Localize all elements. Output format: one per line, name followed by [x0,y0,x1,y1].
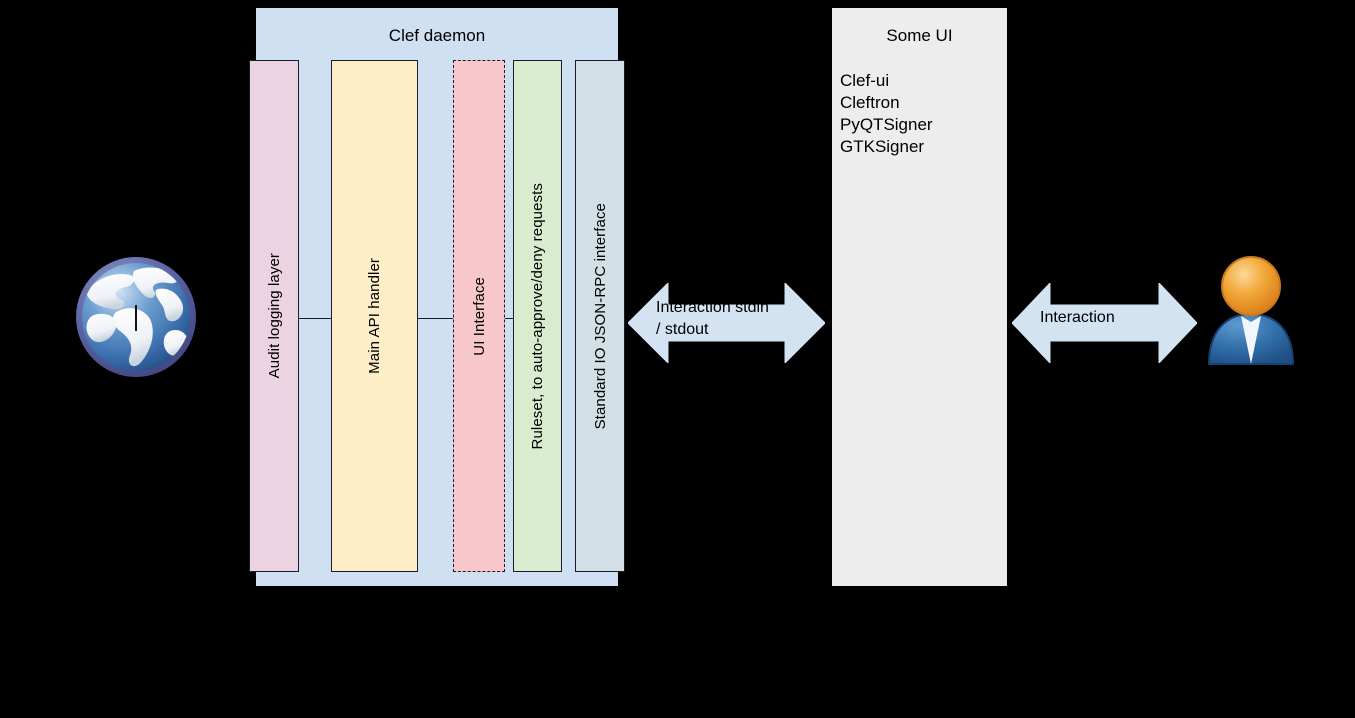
connector-ui-to-ruleset [505,318,513,319]
user-icon [1203,252,1299,368]
layer-box-main-api-handler: Main API handler [331,60,418,572]
layer-box-ui-interface: UI Interface [453,60,505,572]
clef-daemon-title: Clef daemon [388,26,486,45]
layer-box-ruleset: Ruleset, to auto-approve/deny requests [513,60,562,572]
layer-label-audit-logging: Audit logging layer [265,253,283,379]
some-ui-panel: Some UI Clef-ui Cleftron PyQTSigner GTKS… [832,8,1007,586]
layer-label-main-api-handler: Main API handler [366,258,383,374]
some-ui-implementation-list: Clef-ui Cleftron PyQTSigner GTKSigner [840,70,933,158]
layer-label-ruleset: Ruleset, to auto-approve/deny requests [529,182,546,450]
arrow-label-line-1: Interaction [1040,309,1115,326]
layer-label-stdio-jsonrpc: Standard IO JSON-RPC interface [591,202,609,430]
connector-audit-to-api [299,318,331,319]
arrow-label-interaction: Interaction [1040,307,1115,329]
arrow-label-line-1: Interaction stdin [656,299,769,316]
connector-api-to-ui [418,318,453,319]
list-item: Clef-ui [840,71,890,90]
list-item: Cleftron [840,93,900,112]
layer-box-audit-logging: Audit logging layer [249,60,299,572]
list-item: PyQTSigner [840,115,933,134]
arrow-label-stdin-stdout: Interaction stdin / stdout [656,297,769,341]
clef-daemon-panel: Clef daemon [256,8,618,586]
layer-label-ui-interface: UI Interface [470,276,488,356]
globe-icon [72,253,200,381]
bidirectional-arrow-ui-to-user [1012,283,1197,363]
some-ui-title: Some UI [886,26,953,45]
arrow-label-line-2: / stdout [656,321,709,338]
layer-box-stdio-jsonrpc: Standard IO JSON-RPC interface [575,60,625,572]
list-item: GTKSigner [840,137,925,156]
bidirectional-arrow-daemon-to-ui [628,283,825,363]
